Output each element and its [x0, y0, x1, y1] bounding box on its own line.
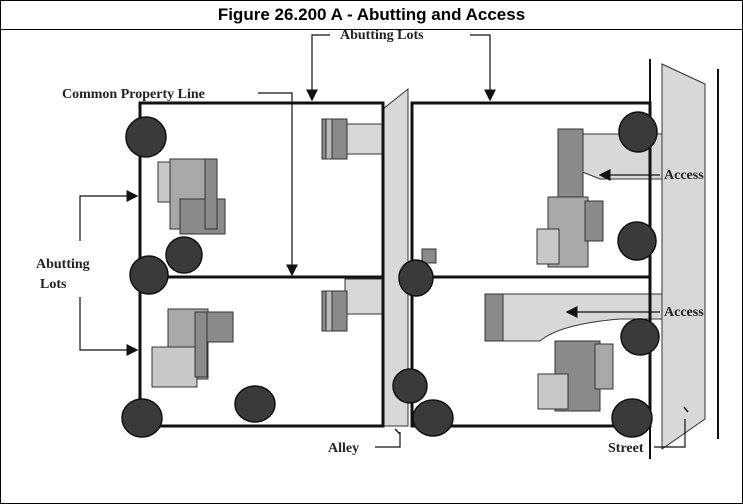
street-pavement — [649, 59, 719, 459]
trees — [121, 111, 660, 438]
figure-title: Figure 26.200 A - Abutting and Access — [1, 1, 742, 30]
label-street: Street — [608, 441, 644, 456]
tree-icon — [620, 318, 660, 356]
building-left-upper — [157, 158, 226, 235]
tree-icon — [392, 368, 428, 404]
tree-icon — [611, 398, 653, 438]
tree-icon — [617, 221, 657, 261]
tree-icon — [398, 259, 434, 297]
site-plan-diagram: Abutting Lots Common Property Line Abutt… — [36, 29, 719, 459]
garage-left-lower — [321, 290, 348, 332]
label-abutting-lots-top: Abutting Lots — [340, 29, 424, 43]
tree-icon — [121, 398, 163, 438]
tree-icon — [412, 399, 454, 437]
building-right-lower — [484, 293, 614, 412]
label-common-property-line: Common Property Line — [62, 87, 205, 102]
label-abutting-left-line1: Abutting — [36, 257, 90, 272]
building-left-lower — [151, 308, 234, 388]
label-access-lower: Access — [664, 305, 704, 320]
tree-icon — [125, 116, 167, 158]
garage-left-upper — [321, 118, 348, 160]
label-access-upper: Access — [664, 168, 704, 183]
tree-icon — [618, 111, 658, 153]
shed-small — [421, 248, 437, 264]
label-abutting-left-line2: Lots — [40, 277, 67, 292]
tree-icon — [234, 385, 276, 423]
label-alley: Alley — [328, 441, 359, 456]
building-right-upper — [536, 128, 604, 268]
tree-icon — [129, 255, 169, 295]
leader-lines — [79, 34, 686, 448]
tree-icon — [165, 236, 203, 274]
